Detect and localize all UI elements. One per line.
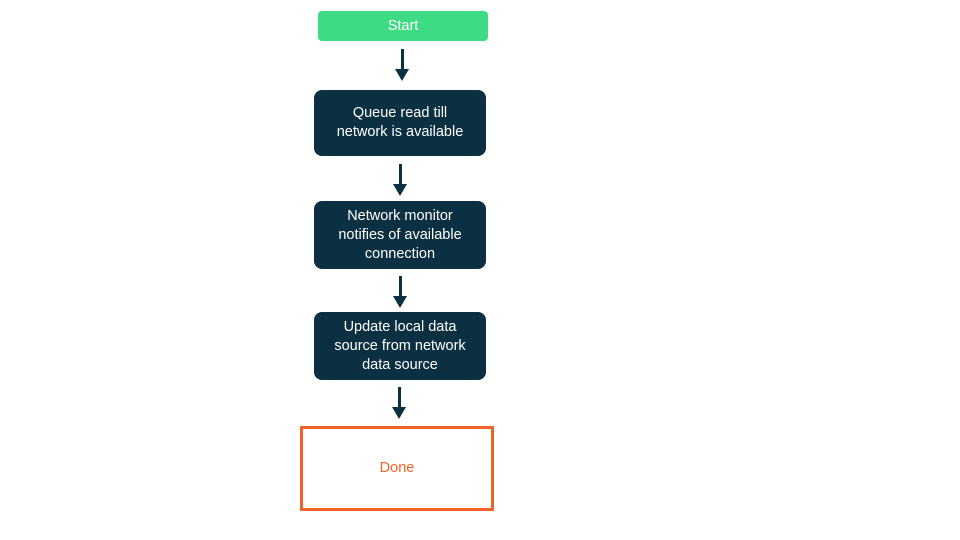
arrow-head bbox=[393, 296, 407, 308]
arrow-head bbox=[392, 407, 406, 419]
flow-node-queue-read-label: Queue read till network is available bbox=[336, 105, 464, 140]
flow-node-network-monitor: Network monitor notifies of available co… bbox=[314, 201, 486, 269]
arrow-down-icon bbox=[395, 49, 409, 81]
arrow-down-icon bbox=[393, 276, 407, 308]
flow-node-done-label: Done bbox=[379, 460, 415, 476]
flow-node-start: Start bbox=[318, 11, 488, 41]
arrow-stem bbox=[397, 387, 401, 407]
flow-node-update-local-data: Update local data source from network da… bbox=[314, 312, 486, 380]
arrow-stem bbox=[398, 164, 402, 184]
arrow-down-icon bbox=[393, 164, 407, 196]
flow-node-update-local-data-label: Update local data source from network da… bbox=[334, 318, 466, 373]
flow-node-start-label: Start bbox=[387, 17, 419, 34]
arrow-stem bbox=[400, 49, 404, 69]
flow-node-done: Done bbox=[300, 426, 494, 511]
arrow-head bbox=[395, 69, 409, 81]
arrow-head bbox=[393, 184, 407, 196]
flow-node-queue-read: Queue read till network is available bbox=[314, 90, 486, 156]
arrow-stem bbox=[398, 276, 402, 296]
arrow-down-icon bbox=[392, 387, 406, 419]
flow-node-network-monitor-label: Network monitor notifies of available co… bbox=[338, 207, 462, 262]
